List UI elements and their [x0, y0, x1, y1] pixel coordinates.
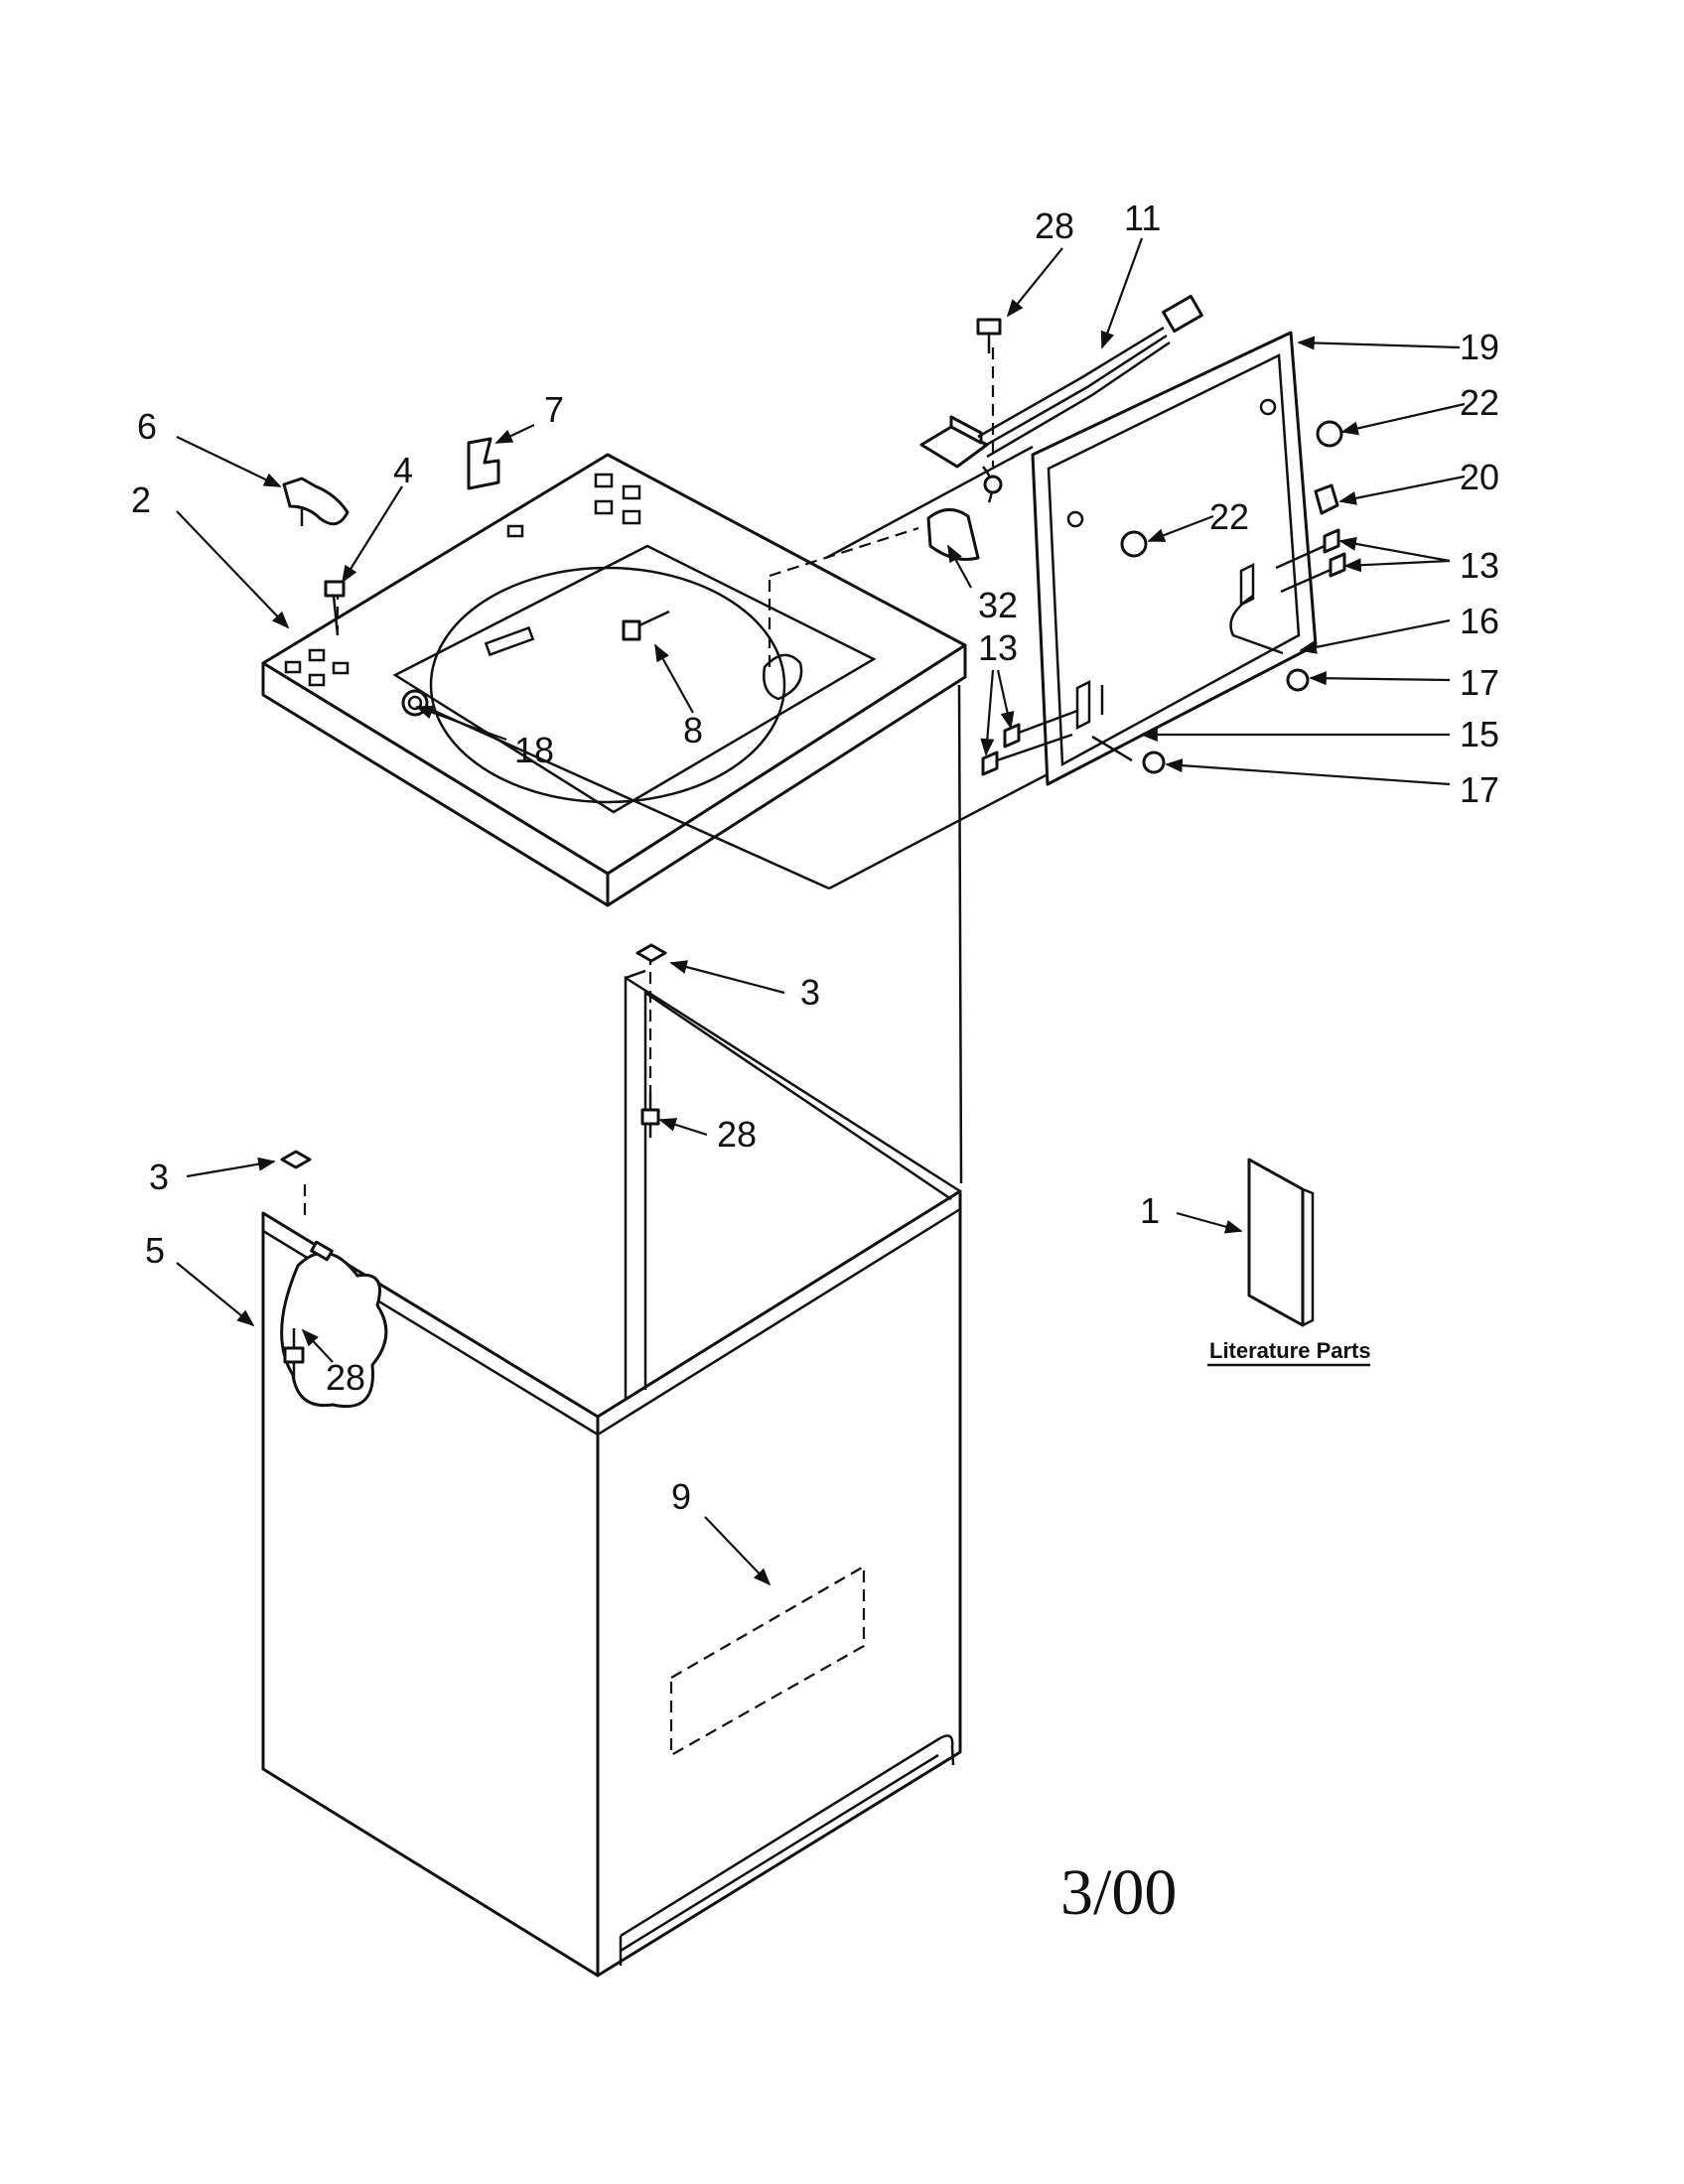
callout-17-upper: 17 — [1460, 662, 1499, 703]
revision-date: 3/00 — [1060, 1856, 1177, 1929]
clip-6 — [282, 477, 350, 526]
console-frame — [981, 331, 1346, 786]
clip-3-rear — [635, 943, 667, 963]
callout-19: 19 — [1460, 327, 1499, 367]
screw-28-top — [976, 318, 1002, 353]
callout-22-left: 22 — [1209, 496, 1249, 537]
callout-9: 9 — [671, 1476, 691, 1517]
callout-28-top: 28 — [1035, 205, 1074, 246]
clip-7 — [467, 437, 500, 490]
callout-2: 2 — [131, 479, 151, 520]
callout-1: 1 — [1140, 1190, 1160, 1231]
literature-booklet — [1207, 1158, 1370, 1367]
callout-5: 5 — [145, 1230, 165, 1271]
cabinet — [261, 969, 962, 1978]
callout-3-front: 3 — [149, 1157, 169, 1197]
callout-18: 18 — [514, 730, 554, 770]
callout-labels: 6 2 4 7 8 18 28 11 19 22 20 22 13 16 17 … — [131, 198, 1499, 1929]
clip-3-front — [280, 1150, 312, 1169]
callout-13-left: 13 — [978, 627, 1018, 668]
callout-7: 7 — [544, 389, 564, 430]
leader-lines — [176, 237, 1466, 1586]
callout-13-right: 13 — [1460, 545, 1499, 586]
callout-17-lower: 17 — [1460, 769, 1499, 810]
callout-11: 11 — [1124, 198, 1161, 238]
clip-4 — [324, 580, 346, 636]
lid-switch-harness-11 — [919, 294, 1203, 503]
callout-32: 32 — [978, 585, 1018, 625]
panel-screw — [622, 610, 670, 641]
callout-3-rear: 3 — [800, 972, 820, 1013]
callout-22-right: 22 — [1460, 382, 1499, 423]
screw-28-rear — [640, 1092, 660, 1138]
callout-28-rear: 28 — [717, 1114, 757, 1155]
callout-8: 8 — [683, 710, 703, 751]
assembly-lines — [303, 347, 1049, 1219]
lid-bumper-32 — [926, 508, 980, 561]
callout-4: 4 — [393, 450, 413, 490]
callout-28-cutaway: 28 — [326, 1357, 365, 1398]
callout-6: 6 — [137, 406, 157, 447]
literature-parts-label: Literature Parts — [1209, 1338, 1371, 1363]
callout-20: 20 — [1460, 457, 1499, 497]
top-panel — [261, 453, 967, 907]
callout-16: 16 — [1460, 601, 1499, 641]
callout-15: 15 — [1460, 714, 1499, 754]
